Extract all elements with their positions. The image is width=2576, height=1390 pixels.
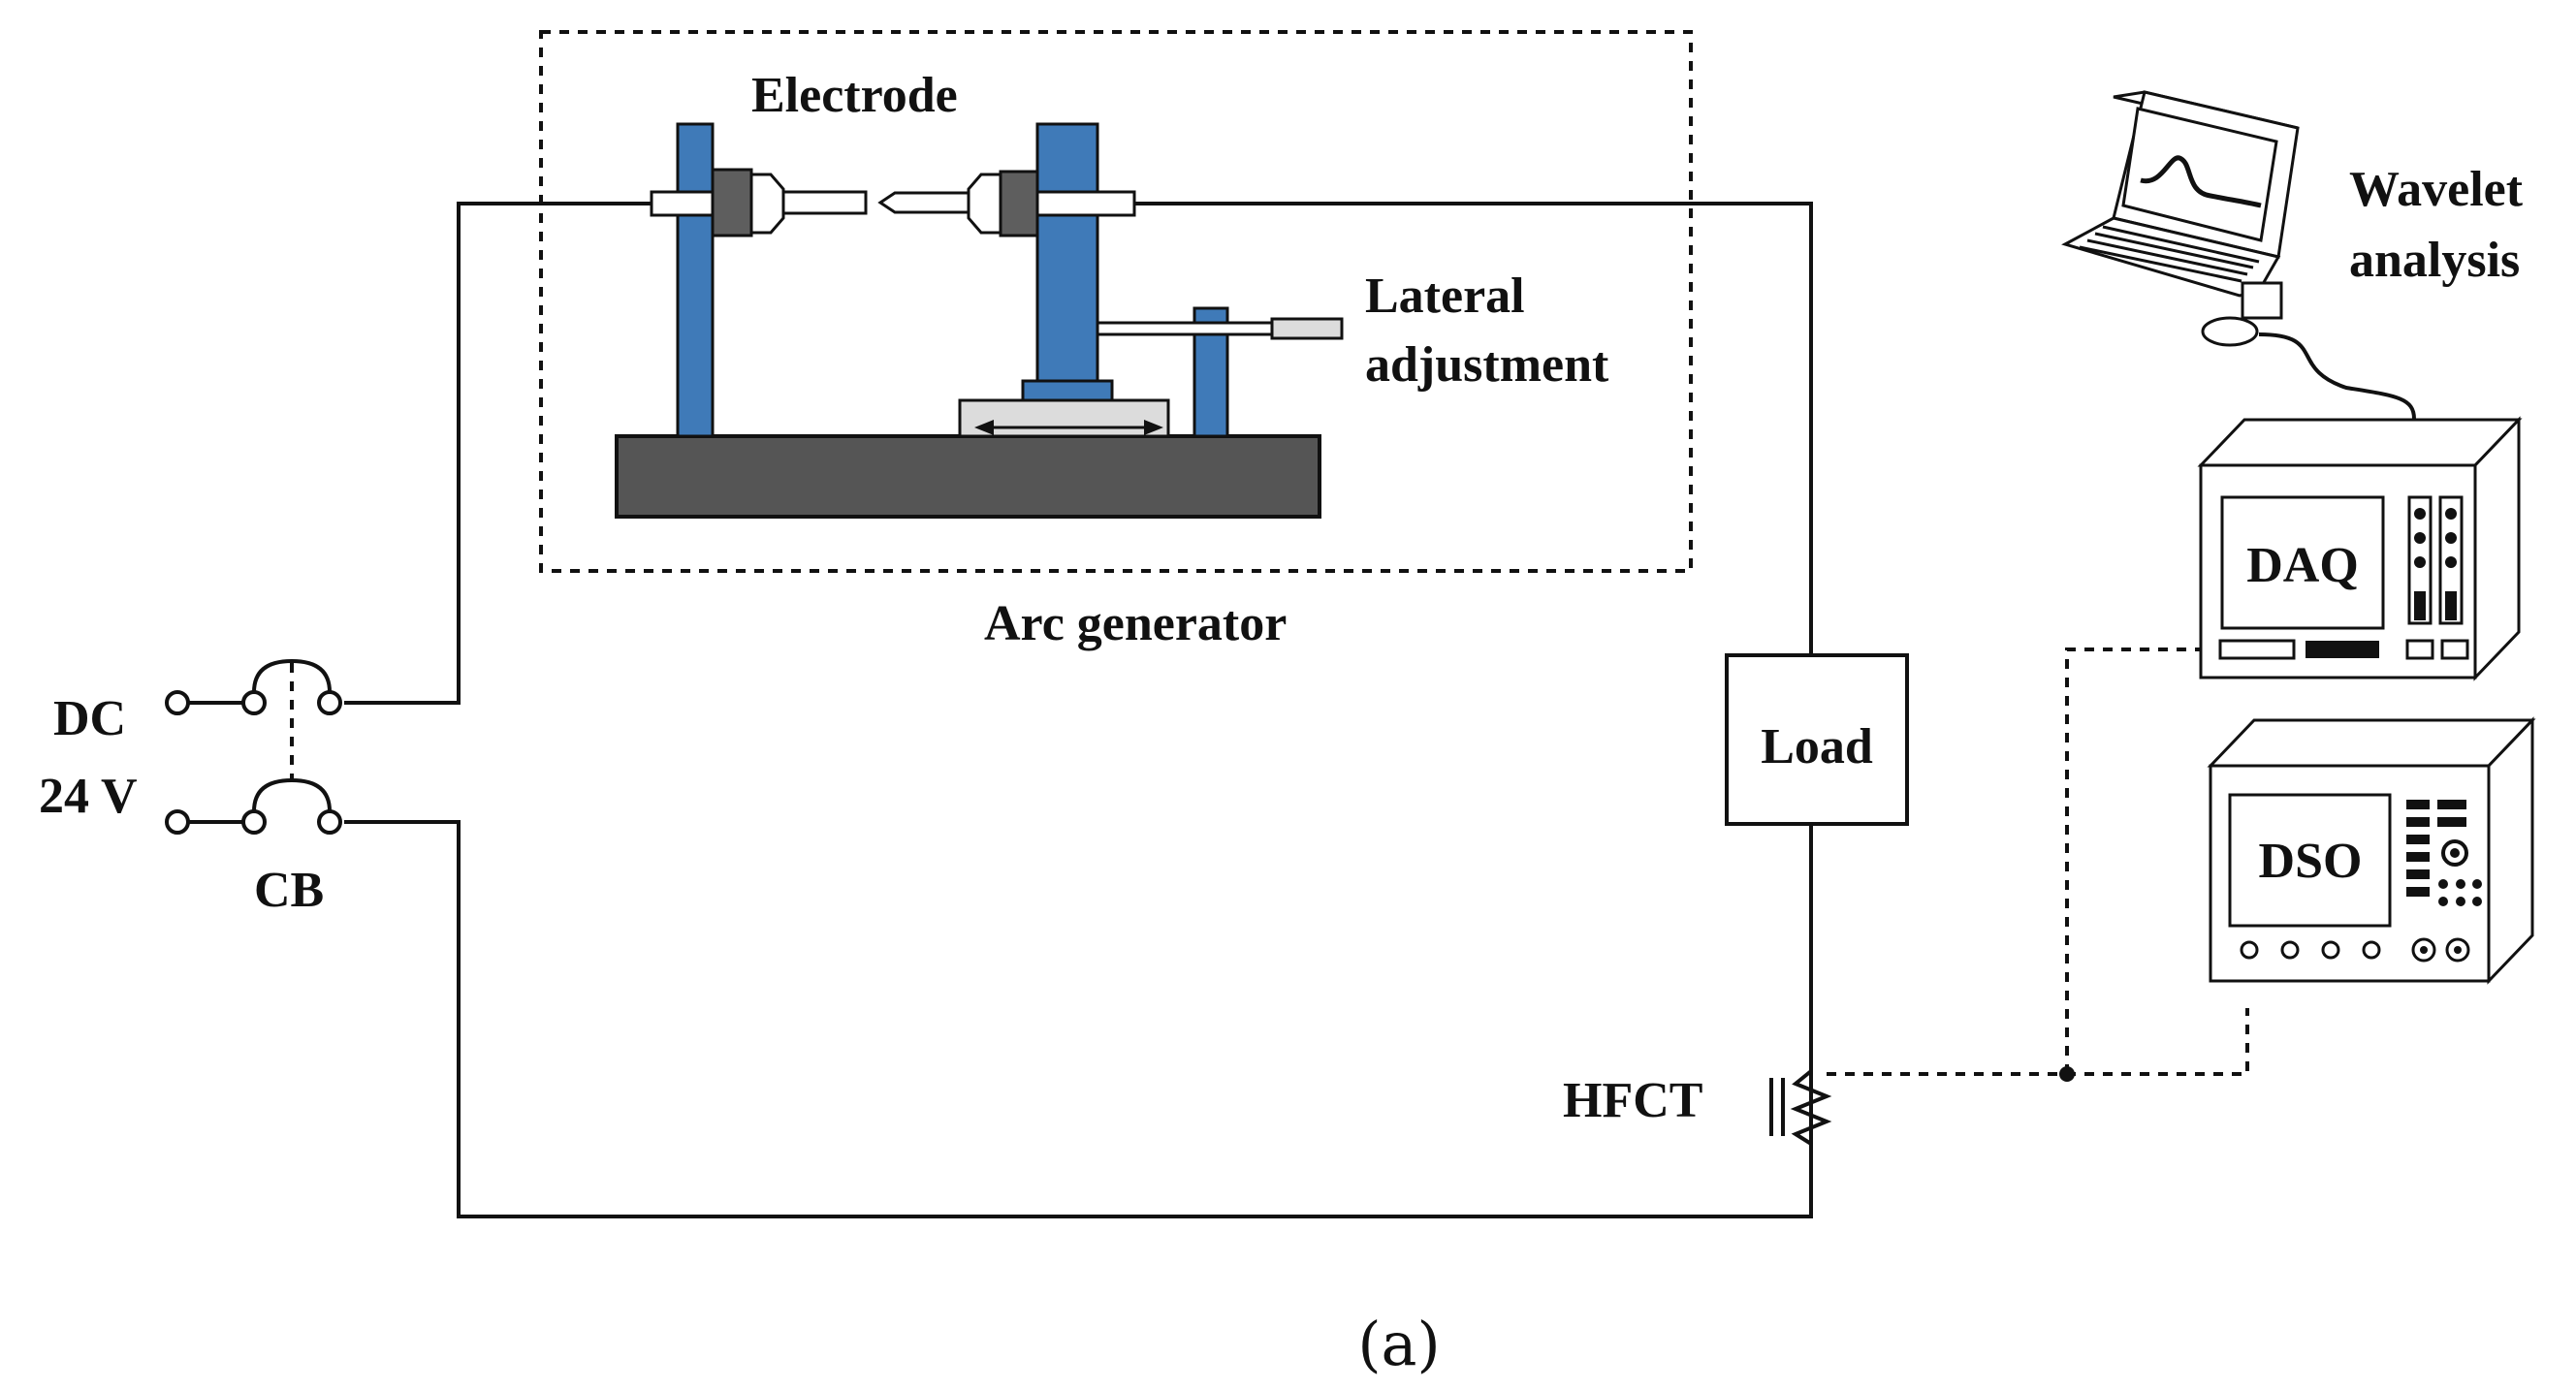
slide-arrow-right-head xyxy=(1144,420,1163,435)
cb-label: CB xyxy=(254,863,324,918)
load-box xyxy=(1725,653,1909,826)
laptop-cable xyxy=(2258,332,2416,420)
daq-screen xyxy=(2220,495,2385,630)
daq-label: DAQ xyxy=(2246,538,2359,593)
wavelet-label-line1: Wavelet xyxy=(2349,162,2524,217)
measurement-links xyxy=(1827,648,2249,1082)
dso-label: DSO xyxy=(2259,834,2363,889)
lateral-rod xyxy=(1096,321,1274,336)
cb-contact-bottom xyxy=(252,777,332,812)
left-support-post xyxy=(676,122,715,438)
lateral-adjustment-mechanism xyxy=(1096,306,1344,438)
right-support-column xyxy=(1035,122,1099,383)
dso-instrument xyxy=(2207,716,2536,985)
right-holder xyxy=(999,170,1039,237)
left-electrode-assembly xyxy=(650,122,868,438)
hfct-sensor xyxy=(1769,1069,1832,1146)
lateral-label-line2: adjustment xyxy=(1365,337,1609,393)
left-electrode-rod xyxy=(781,190,868,215)
voltage-label: 24 V xyxy=(39,769,138,824)
laptop-computer xyxy=(2061,90,2416,420)
laptop-screen xyxy=(2121,107,2278,242)
circuit-breaker xyxy=(165,658,342,835)
circuit-wires xyxy=(344,202,1813,1218)
right-clamp xyxy=(1035,190,1136,217)
sliding-stage xyxy=(958,398,1170,438)
slide-arrow-left-head xyxy=(974,420,994,435)
right-electrode-tip xyxy=(877,191,970,214)
mouse xyxy=(2201,316,2259,347)
wavelet-label-line2: analysis xyxy=(2349,233,2520,288)
dc-terminal-top xyxy=(165,690,190,715)
right-electrode-assembly xyxy=(877,122,1136,422)
base-plate xyxy=(615,434,1321,519)
dso-screen xyxy=(2228,793,2392,928)
electrode-label: Electrode xyxy=(751,68,958,123)
keypad xyxy=(2241,281,2283,320)
daq-instrument xyxy=(2197,416,2523,681)
figure-caption: (a) xyxy=(1357,1309,1440,1379)
lateral-label-line1: Lateral xyxy=(1365,269,1525,324)
dc-terminal-bottom xyxy=(165,809,190,835)
slide-rail xyxy=(958,398,1170,438)
left-holder xyxy=(711,168,753,237)
hfct-coil xyxy=(1790,1069,1832,1146)
lateral-knob xyxy=(1270,317,1344,340)
waveform-display xyxy=(2140,155,2262,208)
dc-label: DC xyxy=(53,691,126,746)
right-nozzle xyxy=(967,173,1002,235)
signal-junction-dot xyxy=(2059,1066,2075,1082)
cb-contact-top xyxy=(252,658,332,693)
load-label: Load xyxy=(1761,719,1873,774)
arc-generator-label: Arc generator xyxy=(984,596,1287,651)
left-nozzle xyxy=(749,173,785,235)
left-clamp xyxy=(650,190,715,217)
arc-generator-enclosure xyxy=(539,30,1693,573)
hfct-label: HFCT xyxy=(1563,1073,1702,1128)
